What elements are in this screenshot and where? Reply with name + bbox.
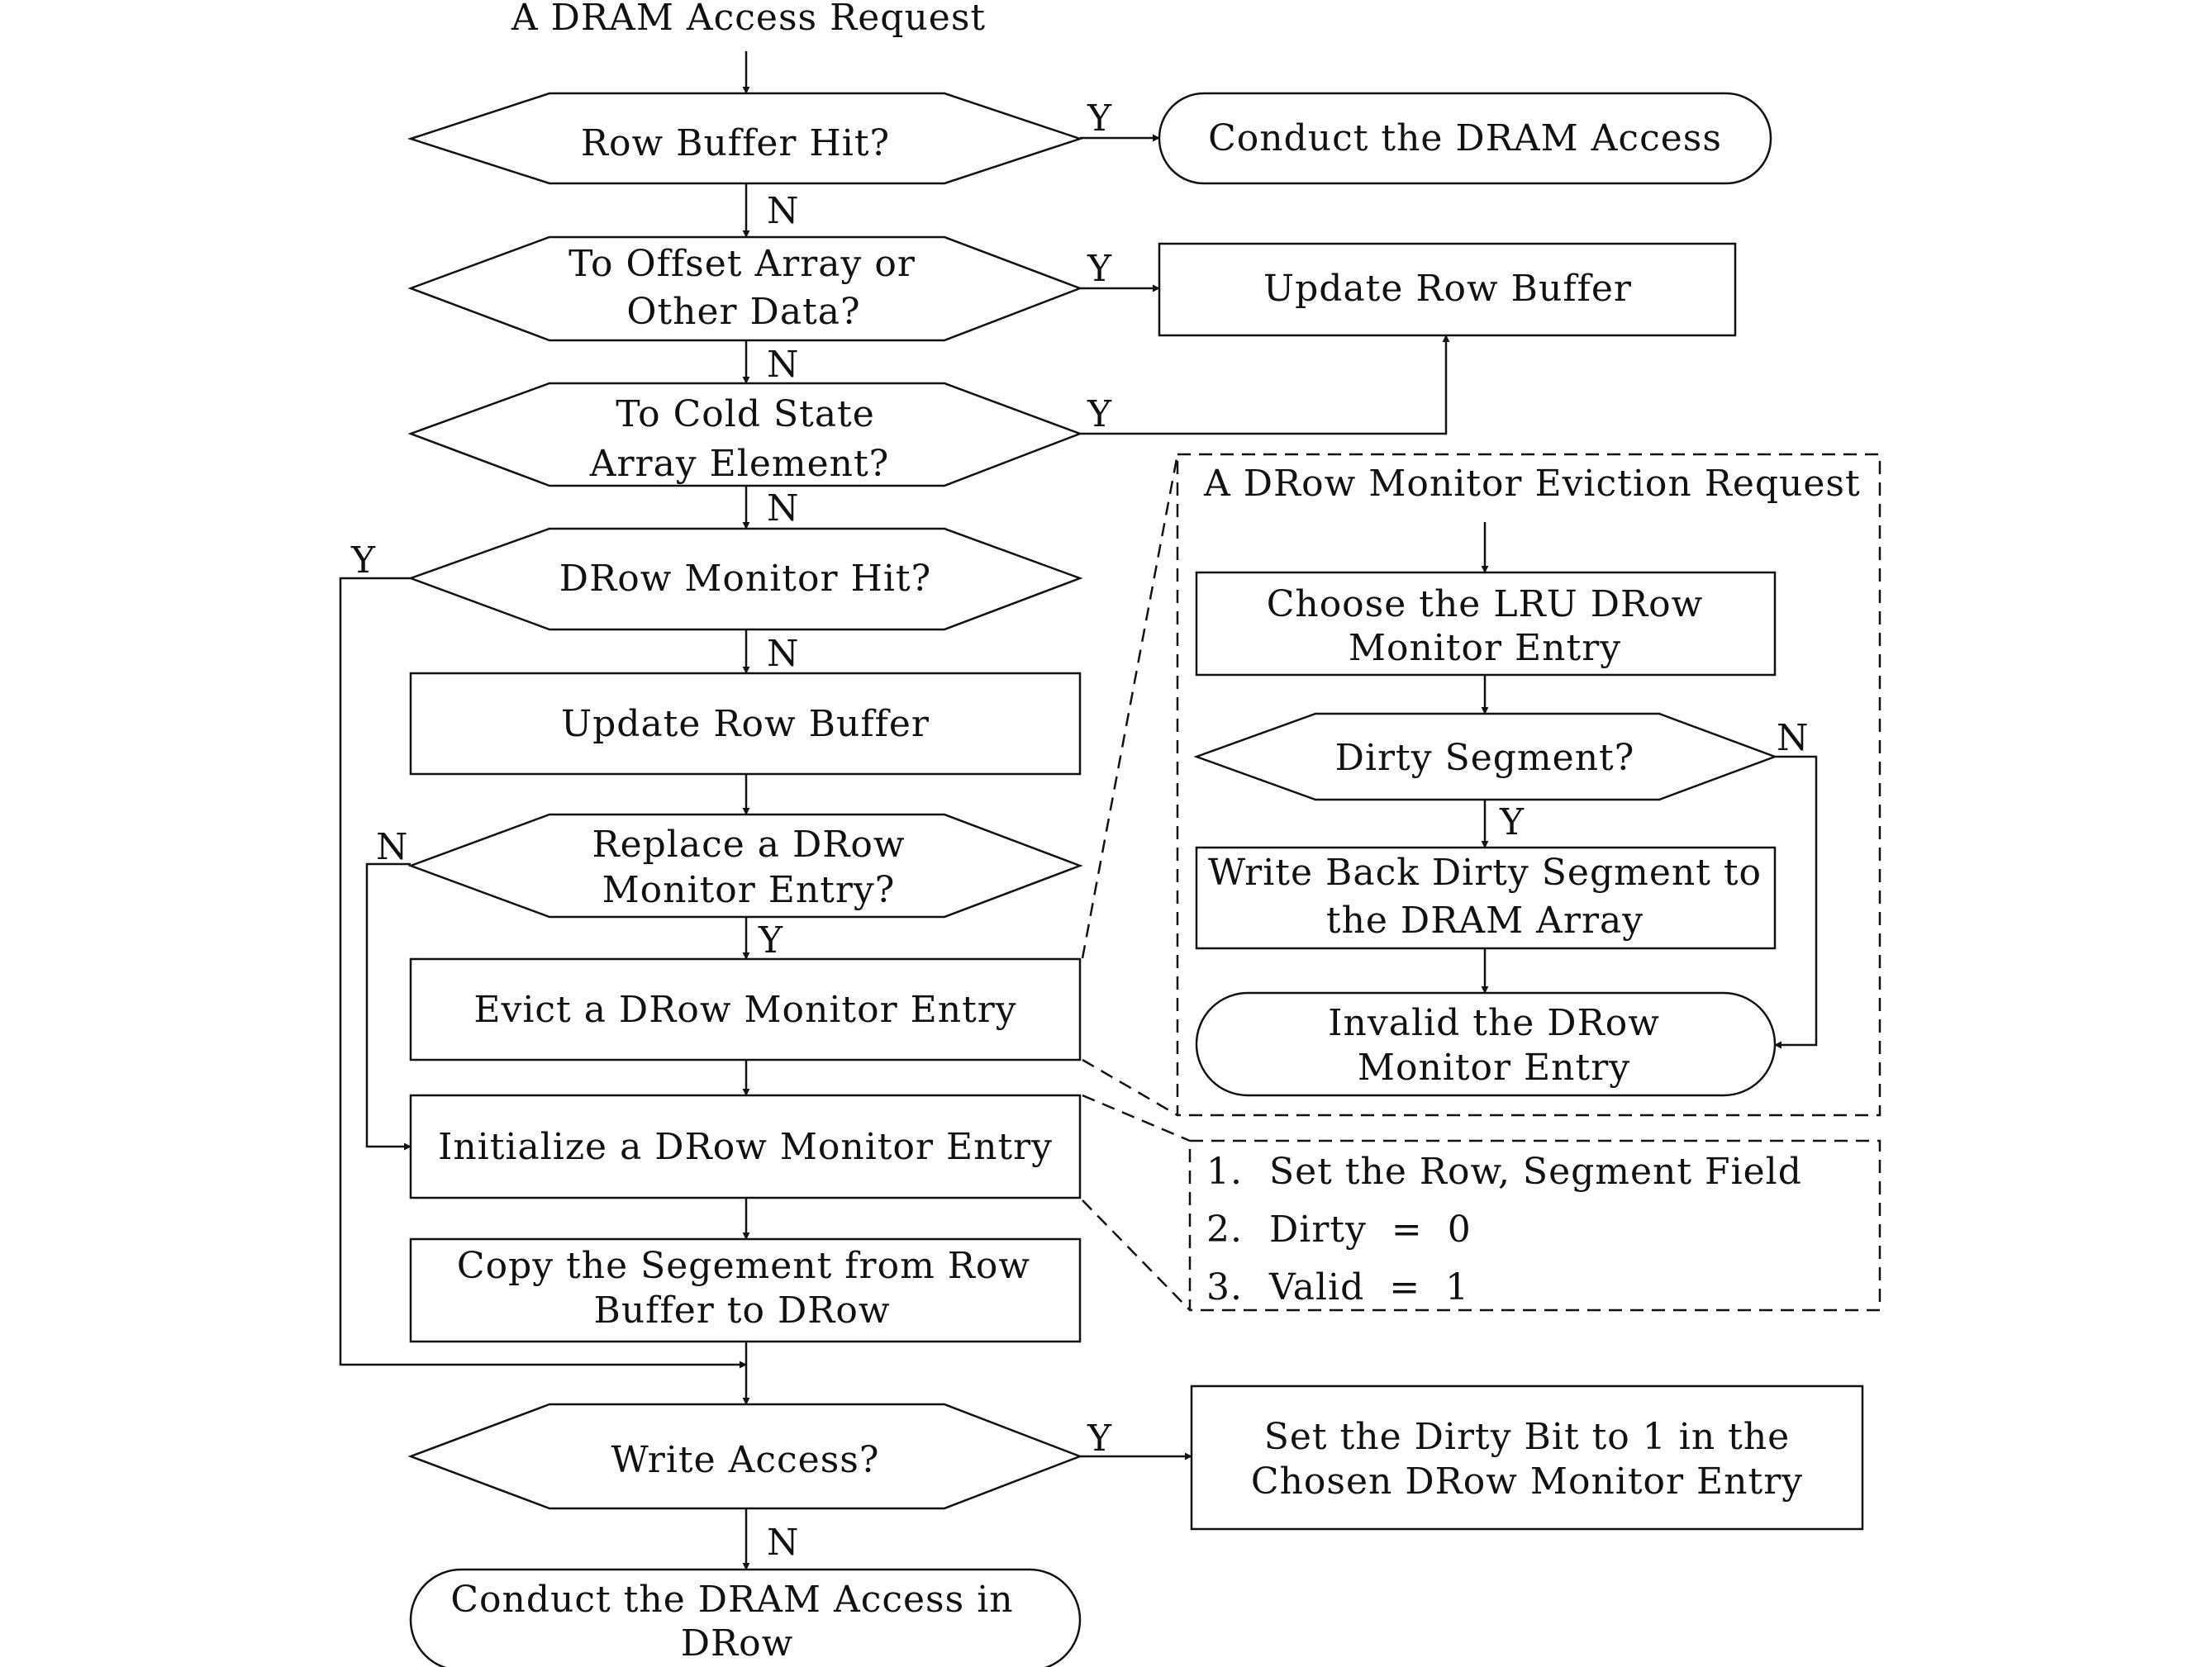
decision-drow-monitor-hit-label: DRow Monitor Hit?: [559, 558, 931, 600]
process-choose-lru-line1: Choose the LRU DRow: [1267, 583, 1704, 625]
init-item-2-num: 2.: [1206, 1209, 1243, 1251]
decision-dirty-segment-label: Dirty Segment?: [1335, 737, 1635, 779]
label-no-cold-state: N: [767, 487, 800, 530]
label-yes-row-buffer-hit: Y: [1087, 97, 1112, 140]
process-conduct-access-drow-line1: Conduct the DRAM Access in: [450, 1579, 1013, 1621]
decision-drow-monitor-hit: DRow Monitor Hit?: [407, 527, 1083, 631]
process-initialize-entry-label: Initialize a DRow Monitor Entry: [438, 1126, 1053, 1168]
eviction-panel-title: A DRow Monitor Eviction Request: [1203, 463, 1861, 505]
init-item-3-num: 3.: [1206, 1266, 1243, 1308]
init-item-1-num: 1.: [1206, 1151, 1243, 1193]
label-yes-write-access: Y: [1087, 1418, 1112, 1460]
process-write-back-line2: the DRAM Array: [1326, 900, 1644, 942]
label-no-row-buffer-hit: N: [767, 190, 800, 232]
decision-dirty-segment: Dirty Segment?: [1193, 712, 1778, 801]
process-conduct-access: Conduct the DRAM Access: [1158, 92, 1772, 185]
process-evict-entry-label: Evict a DRow Monitor Entry: [473, 989, 1016, 1031]
decision-write-access: Write Access?: [407, 1403, 1083, 1510]
label-yes-cold-state: Y: [1087, 393, 1112, 435]
label-no-drow-monitor-hit: N: [767, 633, 800, 675]
label-yes-replace-entry: Y: [758, 919, 783, 962]
connectors: [339, 51, 1818, 1570]
process-write-back: Write Back Dirty Segment to the DRAM Arr…: [1195, 846, 1777, 950]
process-update-row-buffer-top-label: Update Row Buffer: [1263, 268, 1632, 310]
decision-row-buffer-hit: Row Buffer Hit?: [407, 92, 1083, 185]
process-copy-segment-line2: Buffer to DRow: [593, 1289, 890, 1332]
label-yes-dirty-segment: Y: [1499, 801, 1525, 843]
label-no-dirty-segment: N: [1777, 717, 1810, 759]
decision-offset-array-line2: Other Data?: [626, 291, 860, 333]
start-label: A DRAM Access Request: [511, 0, 986, 39]
zoom-connectors: [1081, 454, 1191, 1311]
process-update-row-buffer: Update Row Buffer: [409, 672, 1082, 776]
process-copy-segment: Copy the Segement from Row Buffer to DRo…: [409, 1237, 1082, 1343]
process-evict-entry: Evict a DRow Monitor Entry: [409, 957, 1082, 1061]
init-panel: 1. Set the Row, Segment Field 2. Dirty =…: [1188, 1139, 1881, 1312]
decision-row-buffer-hit-label: Row Buffer Hit?: [581, 122, 890, 164]
process-invalid-entry-line1: Invalid the DRow: [1328, 1002, 1660, 1044]
decision-cold-state: To Cold State Array Element?: [407, 382, 1083, 487]
process-conduct-access-drow-line2: DRow: [681, 1622, 794, 1665]
edge-labels: Y N Y N Y N Y N N Y Y N N Y: [350, 97, 1810, 1564]
process-choose-lru: Choose the LRU DRow Monitor Entry: [1195, 571, 1777, 677]
label-no-write-access: N: [767, 1522, 800, 1564]
process-write-back-line1: Write Back Dirty Segment to: [1208, 852, 1762, 894]
decision-offset-array: To Offset Array or Other Data?: [407, 235, 1083, 342]
process-update-row-buffer-label: Update Row Buffer: [561, 703, 930, 745]
label-yes-drow-monitor-hit: Y: [350, 539, 376, 582]
label-no-replace-entry: N: [376, 826, 409, 868]
process-conduct-access-drow: Conduct the DRAM Access in DRow: [409, 1568, 1082, 1667]
process-invalid-entry-line2: Monitor Entry: [1358, 1047, 1630, 1089]
process-copy-segment-line1: Copy the Segement from Row: [457, 1245, 1030, 1287]
init-item-3-text: Valid = 1: [1268, 1266, 1469, 1308]
decision-cold-state-line1: To Cold State: [616, 393, 875, 435]
decision-replace-entry: Replace a DRow Monitor Entry?: [407, 813, 1083, 919]
label-yes-offset-array: Y: [1087, 248, 1112, 290]
decision-write-access-label: Write Access?: [611, 1439, 880, 1481]
decision-replace-entry-line2: Monitor Entry?: [602, 869, 896, 911]
label-no-offset-array: N: [767, 344, 800, 386]
decision-cold-state-line2: Array Element?: [589, 443, 890, 485]
decision-replace-entry-line1: Replace a DRow: [592, 824, 905, 866]
process-set-dirty-bit: Set the Dirty Bit to 1 in the Chosen DRo…: [1190, 1384, 1864, 1531]
process-conduct-access-label: Conduct the DRAM Access: [1208, 117, 1722, 159]
process-set-dirty-bit-line1: Set the Dirty Bit to 1 in the: [1264, 1416, 1790, 1458]
process-choose-lru-line2: Monitor Entry: [1349, 627, 1621, 669]
decision-offset-array-line1: To Offset Array or: [568, 243, 916, 285]
process-invalid-entry: Invalid the DRow Monitor Entry: [1195, 991, 1777, 1097]
init-item-1-text: Set the Row, Segment Field: [1269, 1151, 1802, 1193]
eviction-panel: A DRow Monitor Eviction Request: [1176, 453, 1881, 1117]
process-set-dirty-bit-line2: Chosen DRow Monitor Entry: [1251, 1460, 1803, 1503]
process-initialize-entry: Initialize a DRow Monitor Entry: [409, 1094, 1082, 1199]
init-item-2-text: Dirty = 0: [1269, 1209, 1472, 1251]
process-update-row-buffer-top: Update Row Buffer: [1158, 242, 1737, 337]
